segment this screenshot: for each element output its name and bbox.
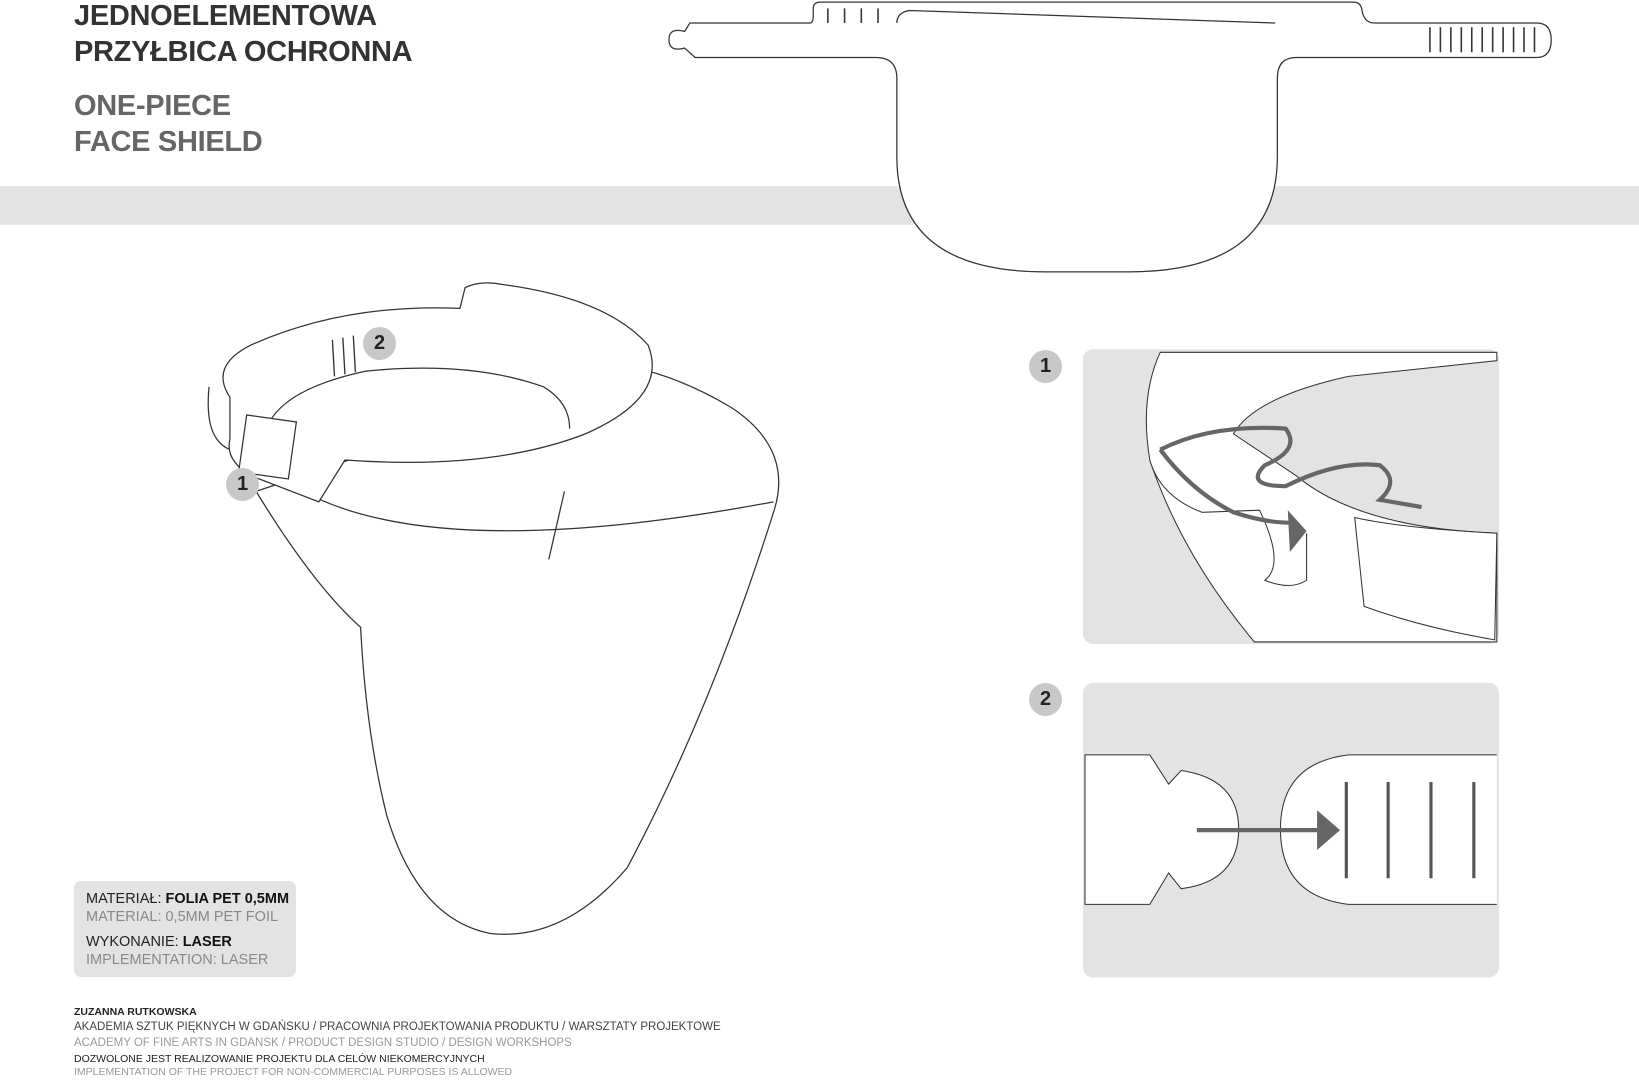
- footer-author: ZUZANNA RUTKOWSKA: [74, 1006, 197, 1018]
- footer-institution-en: ACADEMY OF FINE ARTS IN GDANSK / PRODUCT…: [74, 1037, 572, 1049]
- material-pl-value: FOLIA PET 0,5MM: [165, 891, 290, 907]
- title-english-line1: ONE-PIECE: [74, 90, 231, 122]
- title-polish: JEDNOELEMENTOWA PRZYŁBICA OCHRONNA: [74, 0, 413, 70]
- implementation-pl: WYKONANIE: LASER: [86, 933, 232, 951]
- material-pl: MATERIAŁ: FOLIA PET 0,5MM: [86, 890, 289, 908]
- callout-badge-2: 2: [363, 327, 396, 360]
- detail-badge-1: 1: [1029, 350, 1062, 383]
- gray-band: [0, 186, 1639, 225]
- material-info-box: MATERIAŁ: FOLIA PET 0,5MM MATERIAL: 0,5M…: [74, 881, 296, 977]
- title-polish-line1: JEDNOELEMENTOWA: [74, 0, 377, 32]
- footer-license-pl: DOZWOLONE JEST REALIZOWANIE PROJEKTU DLA…: [74, 1053, 485, 1065]
- material-pl-label: MATERIAŁ:: [86, 891, 166, 907]
- implementation-pl-label: WYKONANIE:: [86, 934, 183, 950]
- callout-badge-1: 1: [226, 468, 259, 501]
- implementation-en: IMPLEMENTATION: LASER: [86, 952, 269, 968]
- material-en: MATERIAL: 0,5MM PET FOIL: [86, 909, 279, 925]
- detail-panel-1: [1082, 349, 1499, 645]
- assembled-shield-drawing: [207, 282, 780, 935]
- title-polish-line2: PRZYŁBICA OCHRONNA: [74, 36, 413, 68]
- footer-institution-pl: AKADEMIA SZTUK PIĘKNYCH W GDAŃSKU / PRAC…: [74, 1021, 721, 1033]
- detail-panel-2: [1082, 682, 1499, 978]
- detail-badge-2: 2: [1029, 683, 1062, 716]
- title-english: ONE-PIECE FACE SHIELD: [74, 88, 263, 160]
- title-english-line2: FACE SHIELD: [74, 126, 263, 158]
- footer-license-en: IMPLEMENTATION OF THE PROJECT FOR NON-CO…: [74, 1066, 513, 1078]
- flat-pattern-drawing: [668, 1, 1552, 273]
- implementation-pl-value: LASER: [182, 934, 232, 950]
